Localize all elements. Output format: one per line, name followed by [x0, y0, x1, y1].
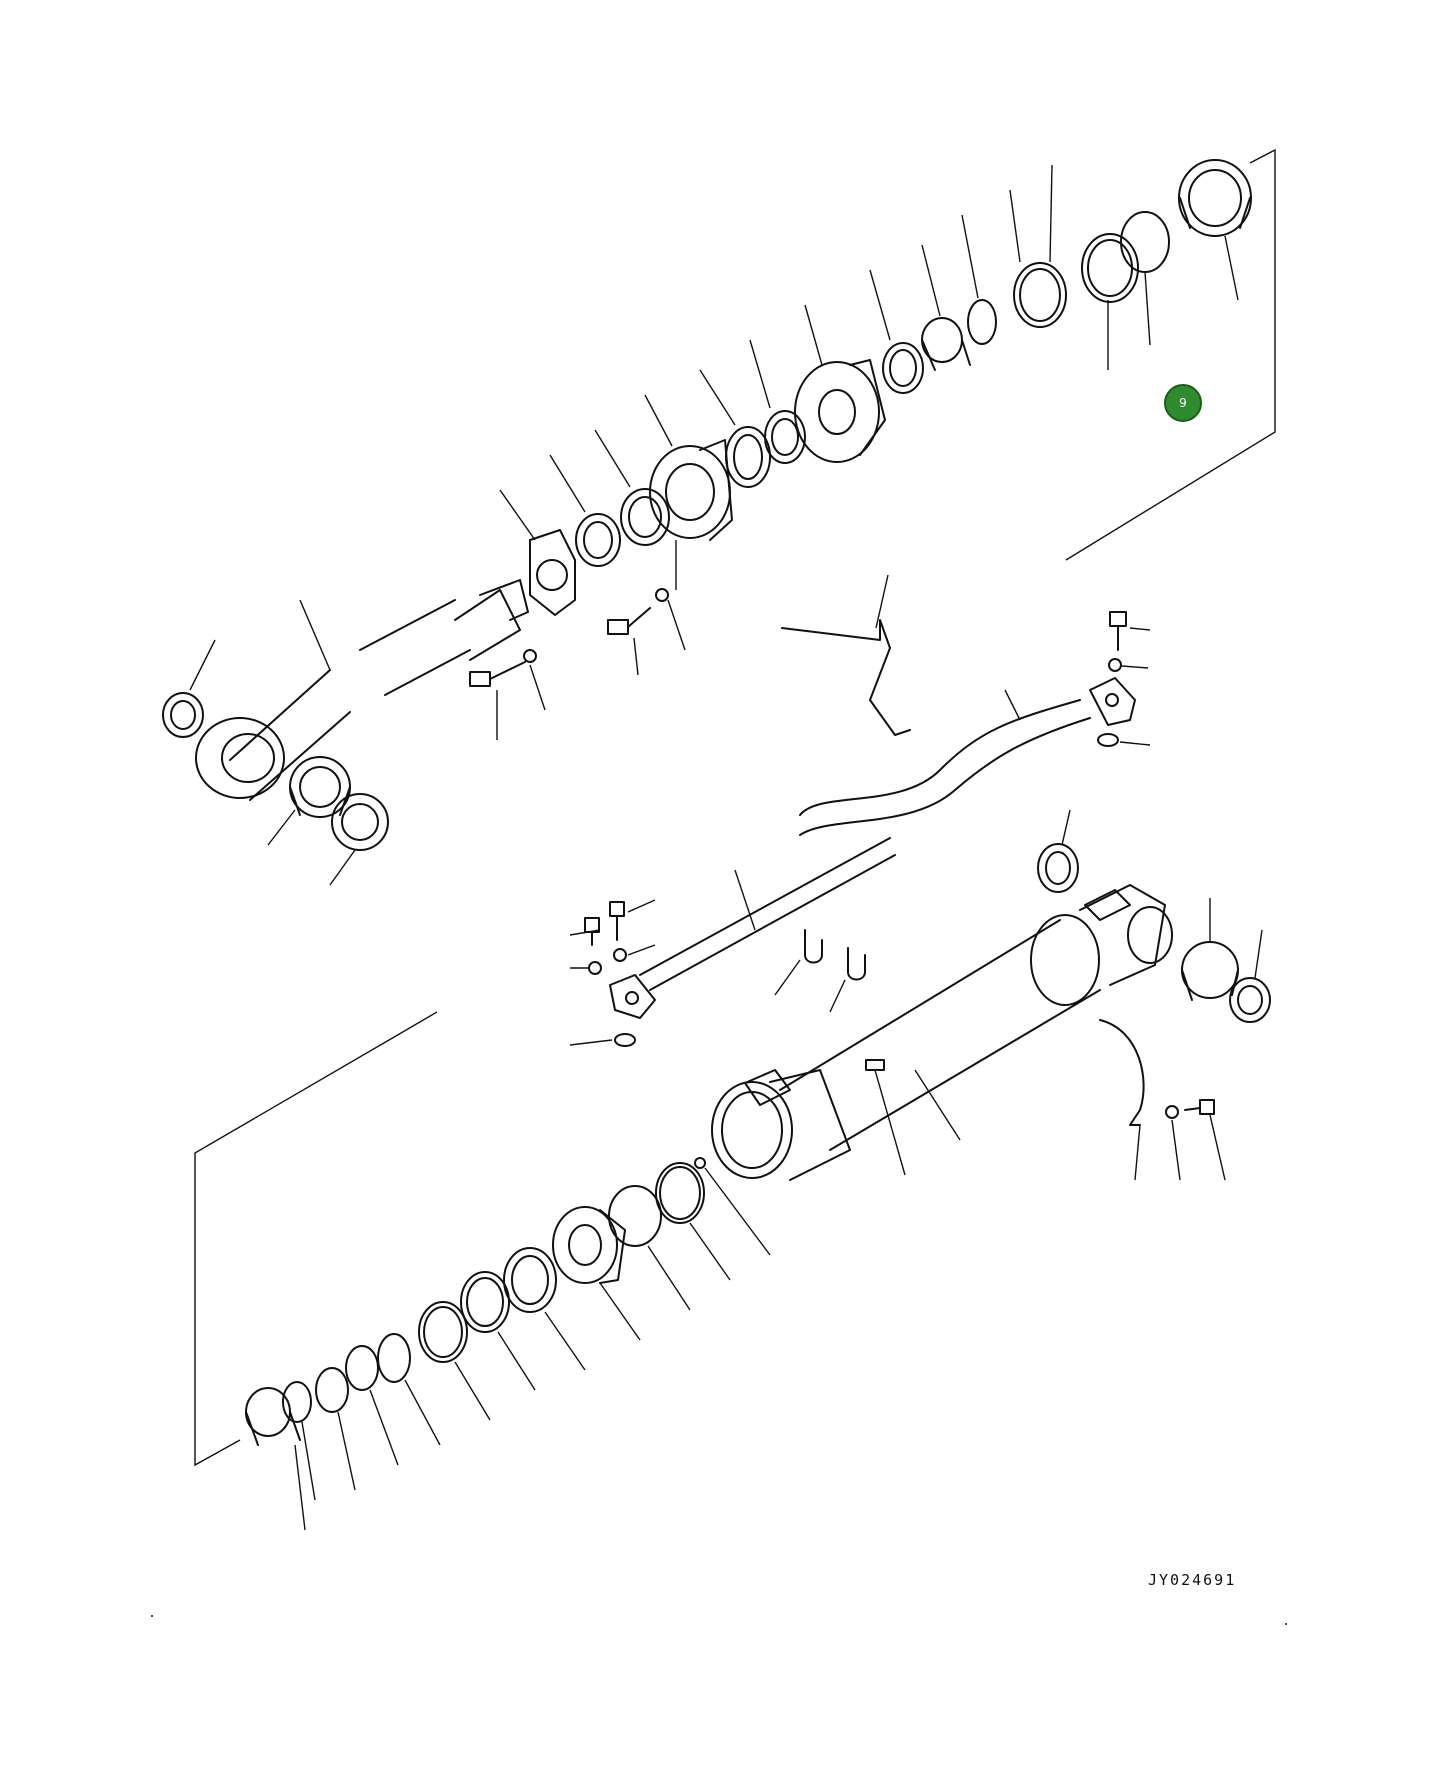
- u-bolt-clamps: [774, 929, 866, 1013]
- cylinder-head-flange: [644, 394, 733, 541]
- rod-end-seal-right: [329, 793, 389, 886]
- piston-nut: [1178, 159, 1252, 301]
- tube-group-boundary: [194, 1011, 438, 1467]
- registration-marks: [151, 1615, 1287, 1625]
- rod-end-seal-left: [162, 639, 216, 738]
- rod-seal-ring-1: [549, 454, 621, 567]
- rod-seal-ring-2: [594, 429, 670, 546]
- pipe-flange-lower: [609, 974, 656, 1019]
- flange-bolt-1: [469, 661, 526, 740]
- hydraulic-pipe-upper: [799, 689, 1091, 836]
- tube-end-seal: [1037, 809, 1079, 893]
- snap-ring-1: [345, 1345, 399, 1466]
- snap-ring-2: [315, 1367, 356, 1491]
- cylinder-head: [552, 1206, 641, 1341]
- tube-clamp: [1099, 1019, 1226, 1181]
- rod-packing: [418, 1301, 491, 1421]
- piston: [794, 304, 886, 463]
- drawing-code-label: JY024691: [1148, 1571, 1237, 1589]
- head-oring: [655, 1162, 731, 1281]
- pipe-flange-top: [1089, 677, 1136, 726]
- pipe-clamp-upper: [781, 574, 911, 736]
- highlighted-callout-badge[interactable]: 9: [1164, 384, 1202, 422]
- grease-fitting: [694, 1157, 771, 1256]
- seal-ring-3: [699, 369, 771, 488]
- piston-ring-1: [869, 269, 924, 394]
- rod-flange-plate: [499, 489, 576, 616]
- wear-ring-2: [1081, 233, 1139, 370]
- tube-head-end: [711, 1069, 851, 1181]
- wear-ring-1: [1009, 164, 1067, 328]
- backup-ring-1: [608, 1185, 691, 1311]
- flange-washer-1: [523, 649, 546, 711]
- buffer-ring: [460, 1271, 536, 1391]
- pipe-bolt-top: [1109, 611, 1151, 651]
- seal-ring-4: [749, 339, 806, 464]
- head-bushing: [245, 1387, 306, 1531]
- rod-group-boundary: [1065, 148, 1276, 561]
- tube-end-bushing: [1181, 898, 1239, 1001]
- cylinder-tube: [779, 884, 1173, 1176]
- dust-seal: [503, 1247, 586, 1371]
- snap-ring-3: [282, 1381, 316, 1501]
- pipe-oring-top: [1097, 733, 1151, 747]
- piston-bushing: [921, 244, 971, 371]
- wear-ring-3: [1120, 211, 1170, 346]
- pipe-bolts-lower: [569, 899, 656, 1047]
- head-washer: [655, 540, 686, 651]
- tube-end-seal-right: [1229, 929, 1271, 1023]
- rod-end-bushing: [267, 756, 351, 846]
- backup-ring-2: [377, 1333, 441, 1446]
- head-bolt: [607, 607, 651, 676]
- hydraulic-pipe-lower: [639, 837, 896, 991]
- pipe-washer-top: [1108, 658, 1149, 672]
- piston-rod: [195, 579, 529, 801]
- piston-ring-2: [961, 214, 997, 345]
